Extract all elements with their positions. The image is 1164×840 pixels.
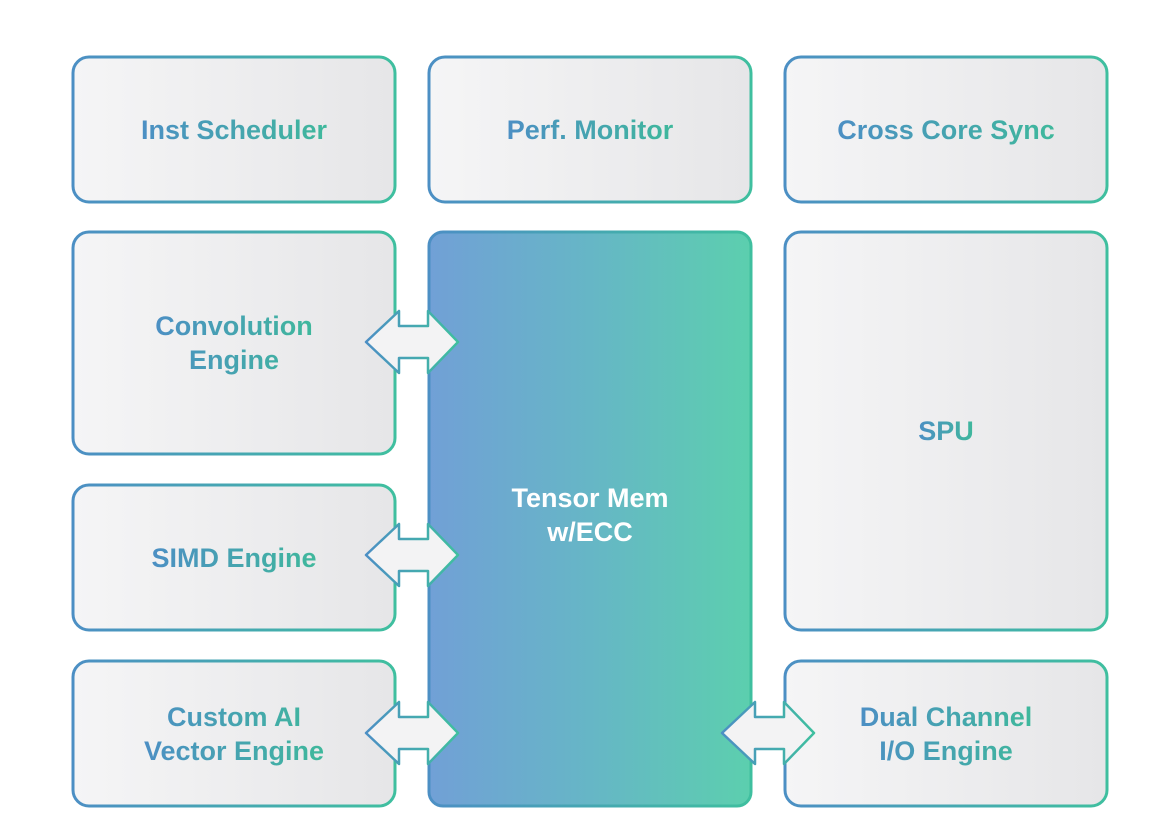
convolution-engine-block: Convolution Engine xyxy=(73,232,395,454)
cross-core-sync-block: Cross Core Sync xyxy=(785,57,1107,202)
custom-ai-vector-engine-label: Custom AI Vector Engine xyxy=(143,701,325,766)
cross-core-sync-box xyxy=(783,55,1109,204)
spu-block: SPU xyxy=(785,232,1107,630)
tensor-mem-block: Tensor Mem w/ECC xyxy=(429,232,751,806)
inst-scheduler-box xyxy=(71,55,397,204)
double-arrow-icon xyxy=(364,309,460,375)
perf-monitor-box xyxy=(427,55,753,204)
simd-engine-block: SIMD Engine xyxy=(73,485,395,630)
inst-scheduler-block: Inst Scheduler xyxy=(73,57,395,202)
spu-label: SPU xyxy=(918,416,974,446)
perf-monitor-label: Perf. Monitor xyxy=(506,114,674,145)
cross-core-sync-label: Cross Core Sync xyxy=(837,114,1055,145)
perf-monitor-block: Perf. Monitor xyxy=(429,57,751,202)
custom-ai-vector-engine-block: Custom AI Vector Engine xyxy=(73,661,395,806)
dual-channel-io-engine-label: Dual Channel I/O Engine xyxy=(859,701,1033,766)
simd-engine-label: SIMD Engine xyxy=(151,542,317,573)
double-arrow-icon xyxy=(364,522,460,588)
inst-scheduler-label: Inst Scheduler xyxy=(140,114,328,145)
tensor-mem-label: Tensor Mem w/ECC xyxy=(511,483,669,547)
convolution-engine-label: Convolution Engine xyxy=(155,311,313,375)
double-arrow-icon xyxy=(720,700,816,766)
tensor-mem-box xyxy=(427,230,753,808)
double-arrow-icon xyxy=(364,700,460,766)
dual-channel-io-engine-block: Dual Channel I/O Engine xyxy=(785,661,1107,806)
spu-box xyxy=(783,230,1109,632)
